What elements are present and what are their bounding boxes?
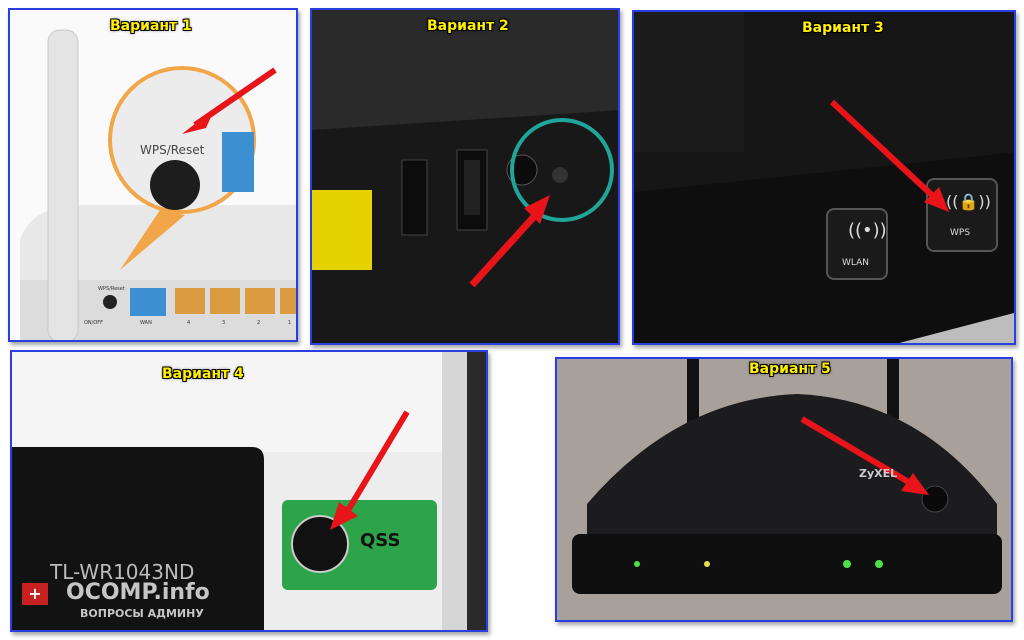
port-label-wan: WAN <box>140 320 152 326</box>
wps-button-label: WPS <box>950 228 971 238</box>
port-label-1: 1 <box>288 320 292 326</box>
watermark-logo: + OCOMP.info ВОПРОСЫ АДМИНУ <box>22 580 222 625</box>
watermark-name: OCOMP.info <box>66 580 210 605</box>
arrow-icon <box>829 99 949 212</box>
wlan-button-label: WLAN <box>842 258 870 268</box>
router-black-top-illustration <box>634 12 1014 343</box>
port-label-4: 4 <box>187 320 191 326</box>
port-label-3: 3 <box>222 320 226 326</box>
antenna-icon: ((•)) <box>848 220 887 241</box>
wps-reset-zoom-text: WPS/Reset <box>140 143 205 157</box>
brand-label: ZyXEL <box>859 467 898 480</box>
panel-variant-3: WLAN ((•)) WPS ((🔒)) Вариант 3 <box>632 10 1016 345</box>
port-label-onoff: ON/OFF <box>84 320 104 326</box>
router-tplink-illustration <box>12 352 486 630</box>
panel-variant-4: QSS TL-WR1043ND Вариант 4 <box>10 350 488 632</box>
wlan-button: WLAN ((•)) <box>826 208 888 280</box>
variant-label: Вариант 5 <box>749 361 831 377</box>
panel-variant-2: Вариант 2 <box>310 8 620 345</box>
panel-variant-1: WPS/Reset WPS/Reset ON/OFF WAN 4 3 2 1 В… <box>8 8 298 342</box>
port-label-2: 2 <box>257 320 261 326</box>
port-label-wps: WPS/Reset <box>98 286 125 292</box>
lock-antenna-icon: ((🔒)) <box>946 192 991 211</box>
qss-label: QSS <box>360 530 401 551</box>
watermark-tagline: ВОПРОСЫ АДМИНУ <box>80 607 204 620</box>
panel-variant-5: ZyXEL Вариант 5 <box>555 357 1013 622</box>
variant-label: Вариант 1 <box>110 18 192 34</box>
model-label: TL-WR1043ND <box>50 560 195 584</box>
variant-label: Вариант 2 <box>427 18 509 34</box>
variant-label: Вариант 4 <box>162 366 244 382</box>
first-aid-icon: + <box>22 583 48 605</box>
router-zyxel-illustration <box>572 359 1002 594</box>
router-white-illustration <box>20 29 296 340</box>
variant-label: Вариант 3 <box>802 20 884 36</box>
router-black-side-illustration <box>312 10 618 343</box>
